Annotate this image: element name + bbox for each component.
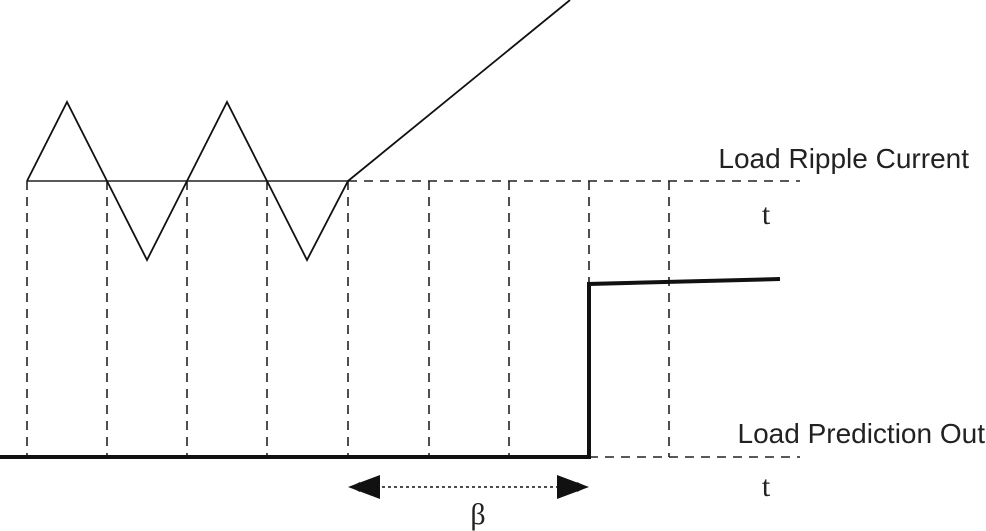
ripple-current-label: Load Ripple Current [718, 143, 969, 174]
prediction-output-waveform [0, 277, 781, 459]
prediction-time-axis-label: t [762, 470, 771, 503]
ripple-current-waveform [26, 0, 571, 262]
delay-arrowhead-left [348, 475, 380, 499]
timing-grid [26, 180, 800, 458]
prediction-out-label: Load Prediction Out [738, 418, 986, 449]
ripple-time-axis-label: t [762, 198, 771, 231]
delay-label: β [470, 498, 485, 531]
delay-arrowhead-right [557, 475, 589, 499]
